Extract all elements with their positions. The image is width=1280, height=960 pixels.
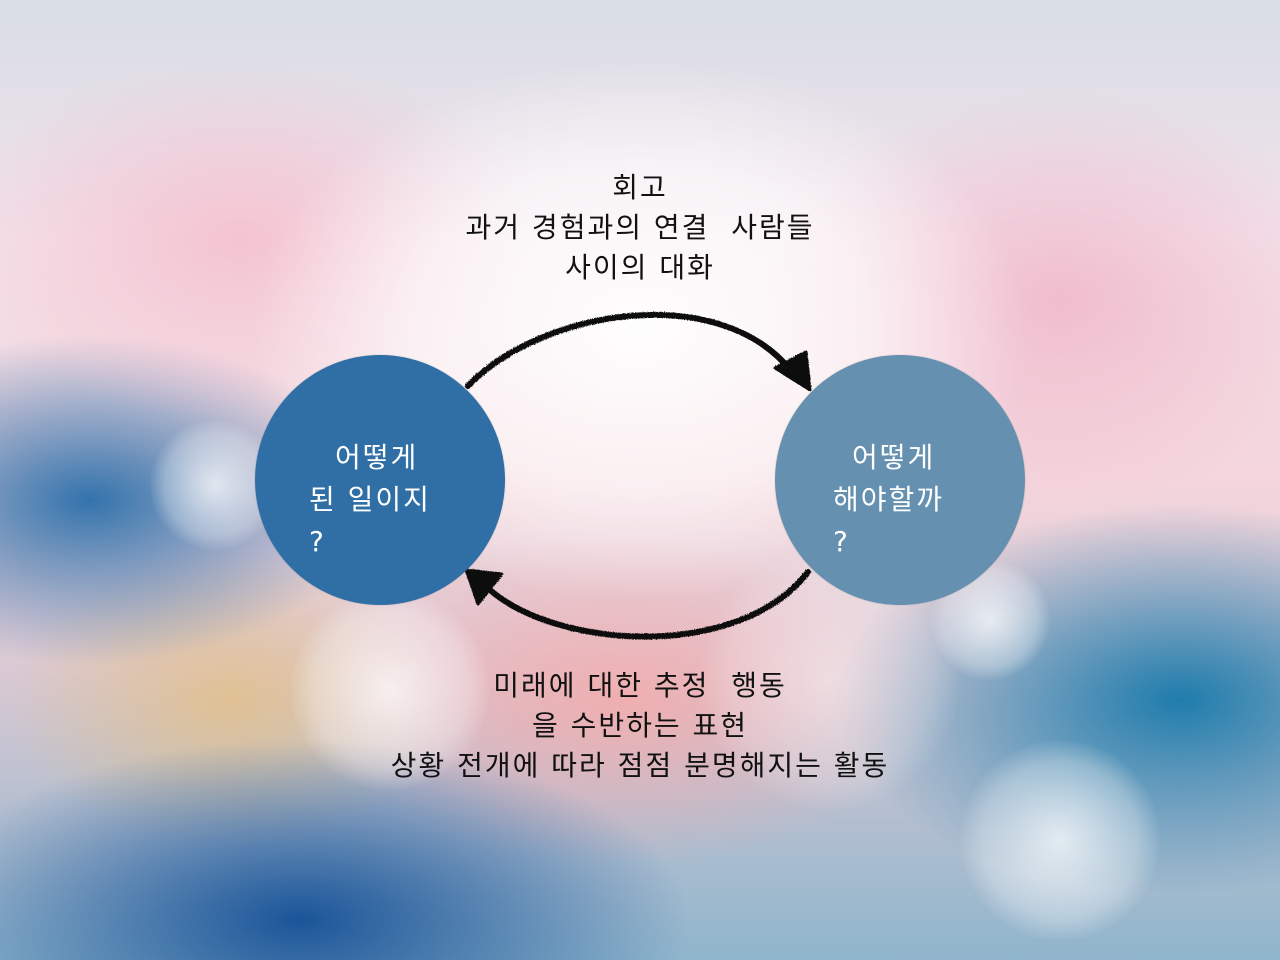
right-circle-line-2: 해야할까	[833, 483, 945, 516]
bokeh-light	[290, 590, 490, 790]
top-arrow-curve	[465, 311, 795, 389]
bottom-caption-line-3: 상황 전개에 따라 점점 분명해지는 활동	[390, 749, 890, 782]
top-caption-line-3: 사이의 대화	[565, 251, 715, 284]
bottom-arrow-head-icon	[464, 568, 504, 606]
bottom-arrow-curve	[487, 569, 811, 640]
left-circle-line-2: 된 일이지	[309, 483, 431, 516]
top-caption-line-1: 회고	[612, 171, 668, 204]
bottom-arrow	[464, 568, 811, 640]
top-arrow-head-icon	[773, 350, 812, 392]
top-caption-line-2: 과거 경험과의 연결 사람들	[465, 211, 815, 244]
bottom-caption-line-1: 미래에 대한 추정 행동	[493, 669, 787, 702]
left-circle-line-1: 어떻게	[335, 441, 419, 474]
bottom-caption-line-2: 을 수반하는 표현	[531, 709, 749, 742]
top-arrow	[465, 311, 812, 392]
right-circle-line-3: ?	[833, 525, 850, 558]
right-circle: 어떻게 해야할까 ?	[775, 355, 1025, 605]
bokeh-light	[960, 740, 1160, 940]
bottom-caption: 미래에 대한 추정 행동 을 수반하는 표현 상황 전개에 따라 점점 분명해지…	[0, 666, 1280, 786]
top-caption: 회고 과거 경험과의 연결 사람들 사이의 대화	[0, 168, 1280, 288]
left-circle: 어떻게 된 일이지 ?	[255, 355, 505, 605]
right-circle-line-1: 어떻게	[852, 441, 936, 474]
left-circle-line-3: ?	[309, 525, 326, 558]
